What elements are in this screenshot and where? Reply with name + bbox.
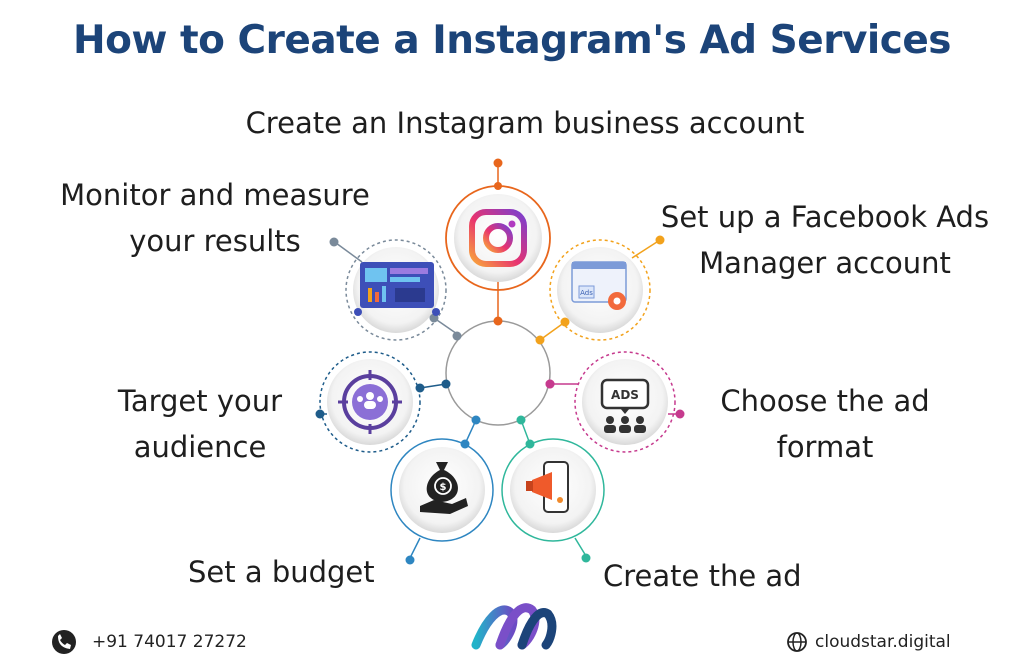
step-pointer-dot — [545, 379, 555, 389]
globe-icon — [787, 632, 807, 652]
step-pointer-dot — [460, 439, 470, 449]
create-ad-icon — [526, 461, 569, 513]
step-label-line: Target your — [117, 384, 283, 418]
hub-dot — [493, 316, 503, 326]
step-label-line: format — [776, 430, 874, 464]
hub-circle — [445, 320, 551, 426]
step-label-ad-format: Choose the ad format — [690, 378, 960, 470]
footer-website: cloudstar.digital — [815, 632, 951, 652]
step-pointer — [409, 537, 421, 559]
step-circle-facebook-ads: Ads — [549, 235, 665, 341]
phone-icon — [52, 630, 76, 654]
step-ring — [549, 239, 651, 341]
connector-facebook-ads — [539, 321, 566, 341]
step-pointer-dot — [655, 235, 665, 245]
step-pointer-dot — [675, 409, 685, 419]
ads-format-icon: ADS — [600, 378, 650, 433]
step-label-line: Monitor and measure — [60, 178, 370, 212]
svg-text:$: $ — [440, 482, 447, 493]
step-ring — [501, 438, 605, 542]
step-pointer-dot — [494, 182, 502, 190]
step-pointer-dot — [315, 409, 325, 419]
step-circle-create-ad — [501, 438, 605, 563]
hub-dot — [535, 335, 545, 345]
hub-dot — [471, 415, 481, 425]
hub-dot — [452, 331, 462, 341]
step-pointer-dot — [581, 553, 591, 563]
hub-dot — [441, 379, 451, 389]
step-label-monitor-results: Monitor and measure your results — [30, 172, 400, 264]
step-pointer-dot — [415, 383, 425, 393]
step-pointer — [574, 537, 587, 557]
step-ring — [345, 239, 447, 341]
step-label-budget: Set a budget — [188, 549, 418, 595]
step-label-line: Manager account — [699, 246, 951, 280]
target-audience-icon — [338, 370, 402, 434]
step-label-line: Set a budget — [188, 555, 375, 589]
step-label-target-audience: Target your audience — [90, 378, 310, 470]
cloudstar-logo — [471, 603, 557, 650]
step-label-create-ad: Create the ad — [603, 553, 863, 599]
step-circle-create-account — [445, 158, 551, 291]
step-pointer — [335, 242, 363, 263]
ads-label-text: ADS — [611, 388, 639, 402]
monitor-results-icon — [354, 262, 440, 316]
step-label-line: Create the ad — [603, 559, 802, 593]
ads-manager-icon: Ads — [571, 261, 627, 310]
step-circle-target-audience — [315, 351, 425, 453]
step-pointer-dot — [493, 158, 503, 168]
step-label-line: audience — [133, 430, 267, 464]
step-label-create-account: Create an Instagram business account — [180, 100, 870, 146]
step-circle-ad-format: ADS — [545, 351, 685, 453]
step-label-line: Create an Instagram business account — [245, 106, 805, 140]
step-ring — [574, 351, 676, 453]
instagram-icon — [469, 209, 527, 267]
step-ring — [390, 438, 494, 542]
page-title: How to Create a Instagram's Ad Services — [72, 18, 952, 63]
step-pointer-dot — [525, 439, 535, 449]
hub-dots — [441, 316, 555, 425]
step-pointer-dot — [560, 317, 570, 327]
ads-small-text: Ads — [580, 289, 593, 297]
step-label-line: Set up a Facebook Ads — [660, 200, 990, 234]
step-circle-monitor-results — [329, 237, 447, 341]
step-bubble — [454, 194, 542, 282]
hub-dot — [516, 415, 526, 425]
footer-phone: +91 74017 27272 — [92, 632, 247, 652]
connectors — [419, 265, 578, 445]
step-label-facebook-ads: Set up a Facebook Ads Manager account — [630, 194, 1020, 286]
step-label-line: Choose the ad — [720, 384, 930, 418]
step-pointer-dot — [405, 555, 415, 565]
step-pointer — [631, 239, 661, 259]
budget-icon: $ — [420, 462, 468, 514]
step-pointer-dot — [329, 237, 339, 247]
step-circle-budget: $ — [390, 438, 494, 565]
step-ring — [319, 351, 421, 453]
step-label-line: your results — [129, 224, 301, 258]
